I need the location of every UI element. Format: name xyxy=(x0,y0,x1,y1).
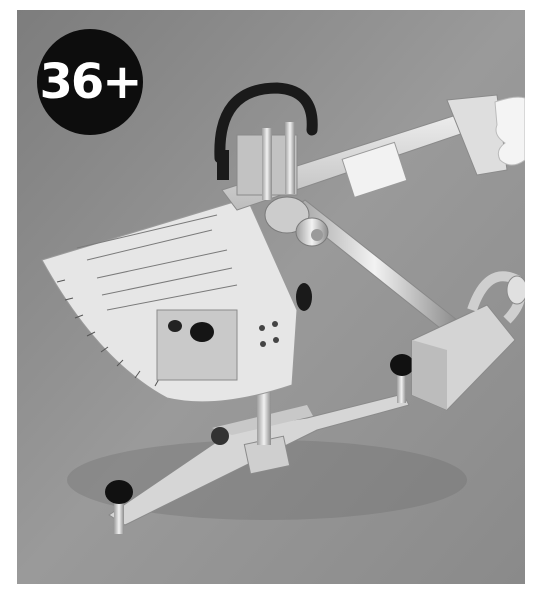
carry-handle xyxy=(214,82,318,200)
slider-head xyxy=(411,271,525,411)
leveling-knob-left xyxy=(105,480,133,534)
hand xyxy=(494,96,525,166)
leveling-knob-right xyxy=(390,354,414,403)
pivot-hub xyxy=(264,196,329,247)
scale-plate xyxy=(41,197,298,403)
product-photo xyxy=(17,10,525,584)
age-badge: 36+ xyxy=(37,29,143,135)
age-badge-label: 36+ xyxy=(39,54,142,110)
leveling-knob-center xyxy=(211,427,229,445)
